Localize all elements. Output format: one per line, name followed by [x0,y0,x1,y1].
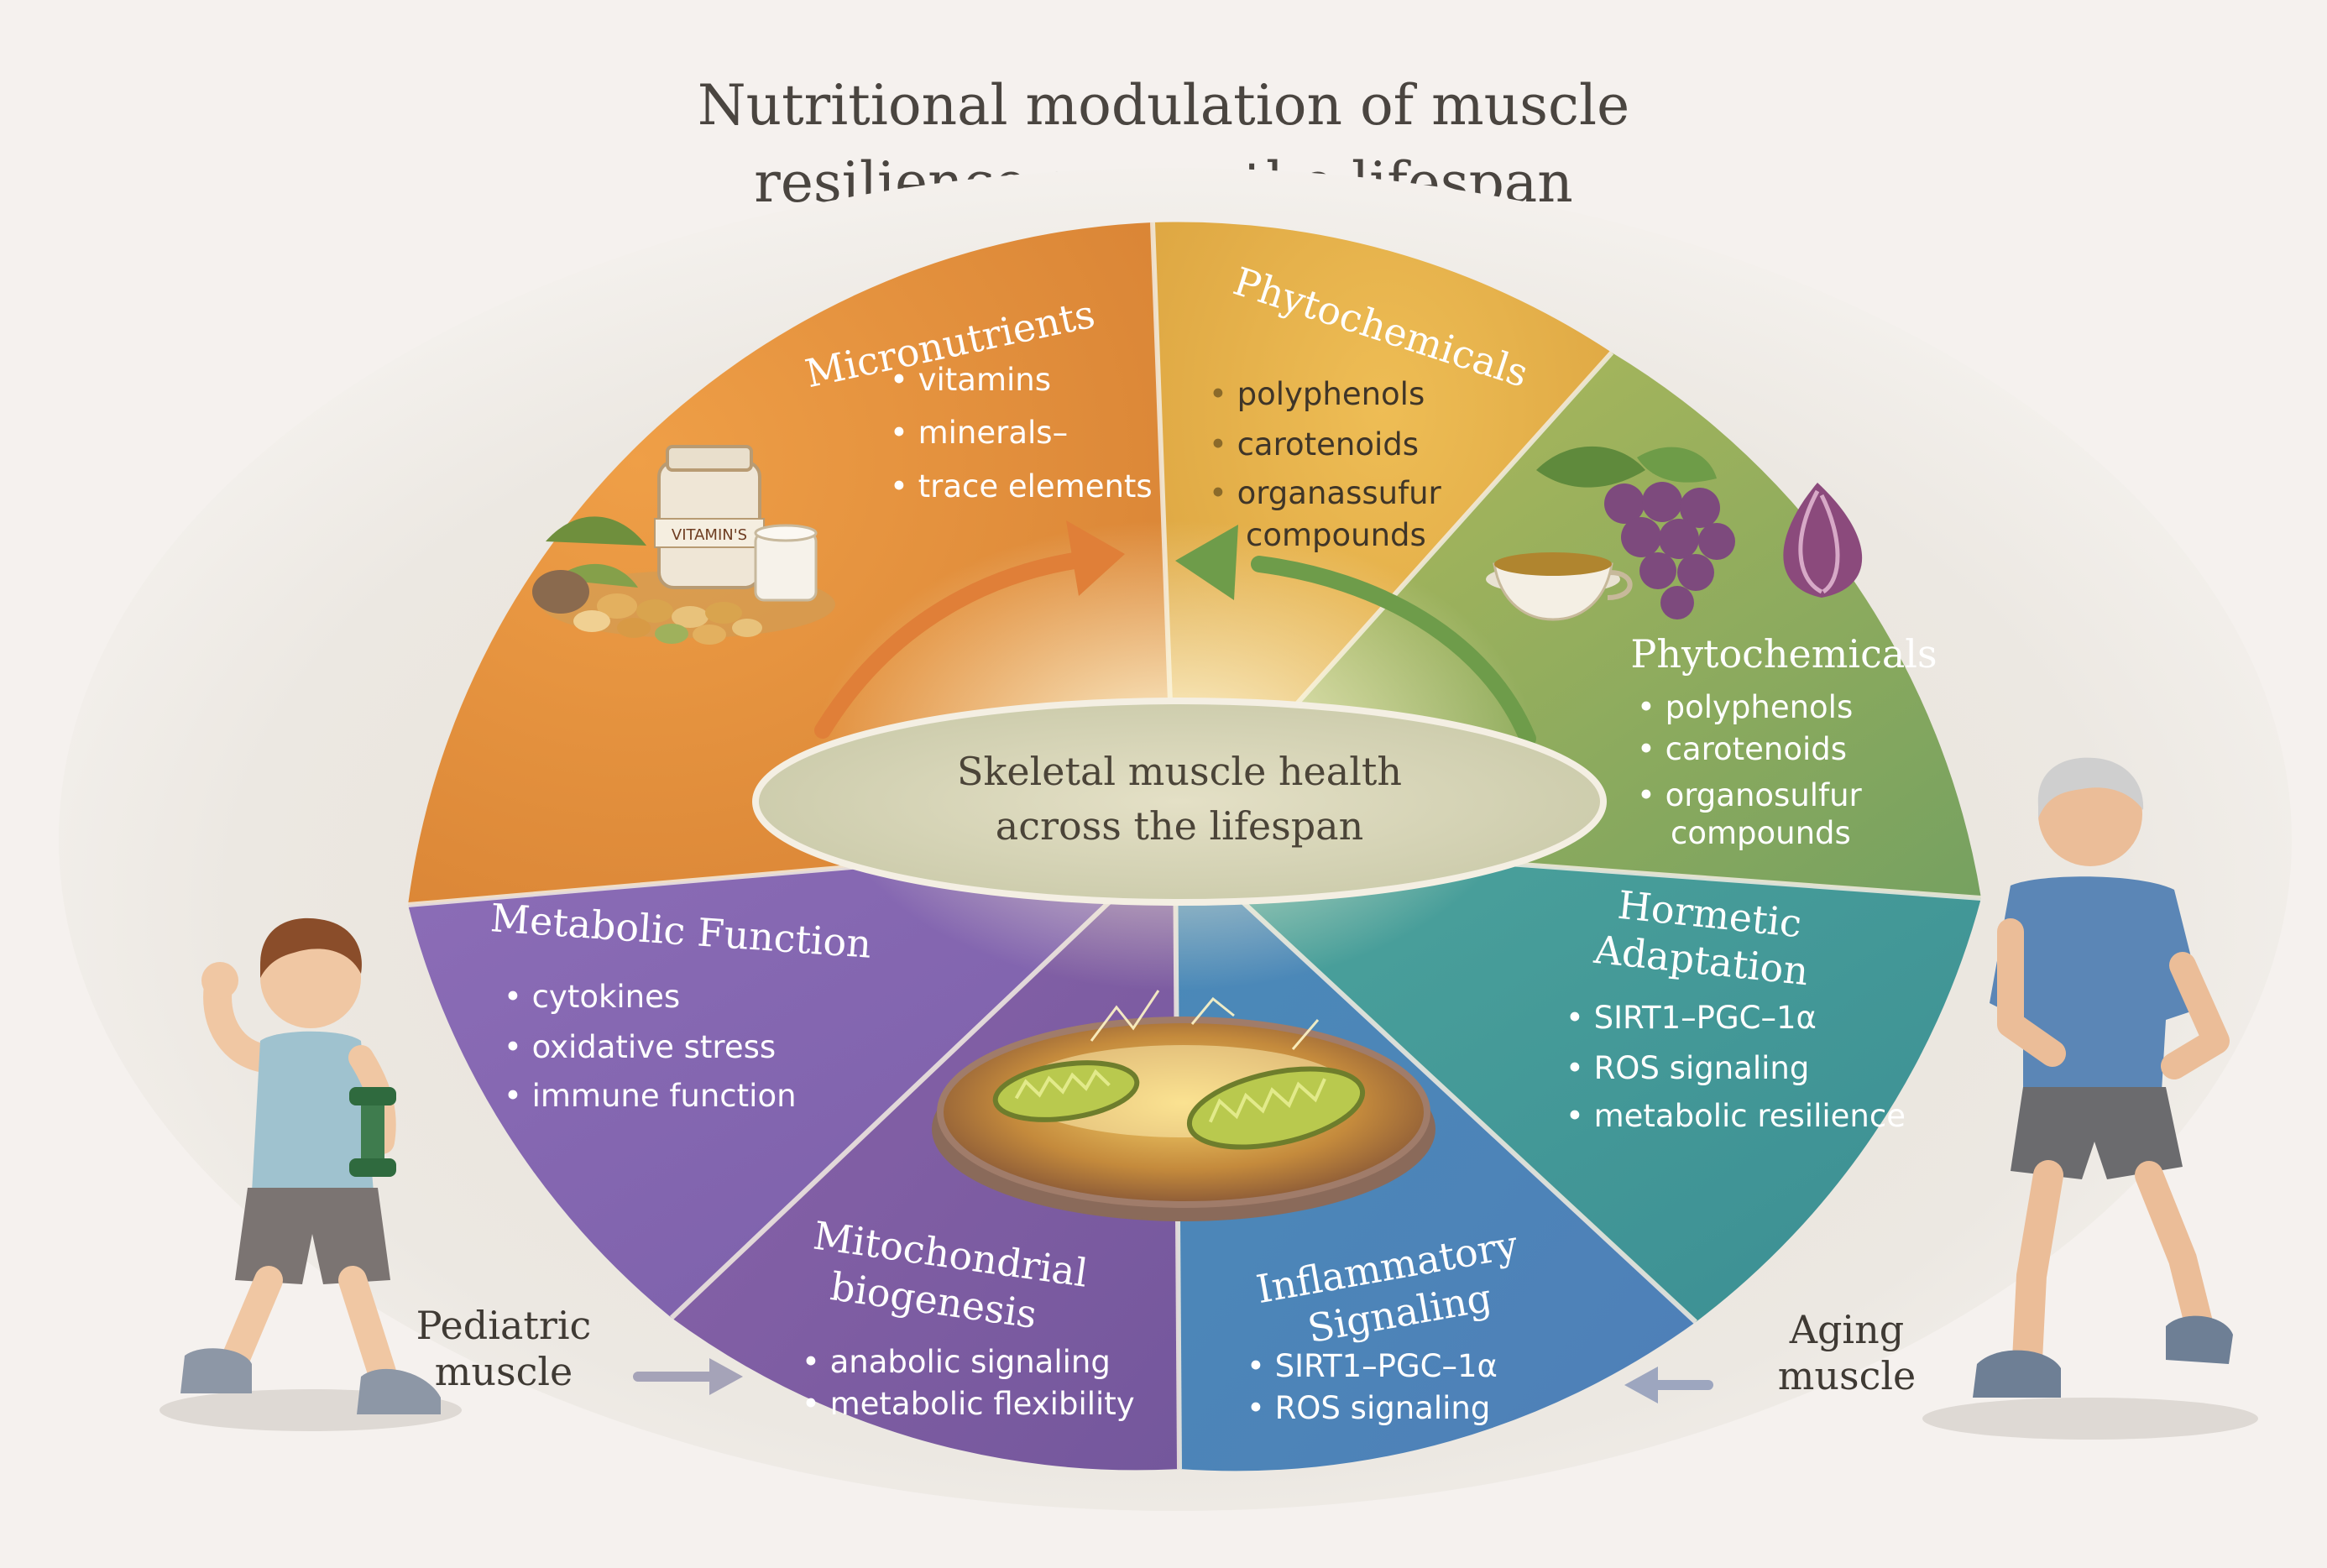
micronutrients-item-1: • vitamins [890,362,1051,398]
mitochondrial-item-1: • anabolic signaling [802,1344,1111,1380]
vitamin-jar-label: VITAMIN'S [672,526,747,544]
aging-label-line-1: Aging [1789,1307,1904,1352]
aging-label: Aging muscle [1624,1307,1916,1403]
segment-mitochondrial-biogenesis [672,839,1179,1471]
older-man-figure [1922,757,2258,1440]
arrow-green [1175,525,1536,747]
segment-metabolic-function [408,839,1175,1318]
center-label-line-1: Skeletal muscle health [957,749,1402,794]
phytochemicals-top-item-2: • carotenoids [1209,426,1419,463]
phytochemicals-top-item-3: • organassufur [1209,475,1442,511]
aging-label-line-2: muscle [1778,1353,1917,1398]
segment-inflammatory-signaling [1175,839,1696,1471]
grapes-onion-tea-illustration [1486,446,1863,621]
phytochemicals-right-item-2: • carotenoids [1637,731,1847,767]
hormetic-item-3: • metabolic resilience [1566,1098,1906,1134]
metabolic-item-2: • oxidative stress [504,1029,776,1065]
mitochondria-illustration [932,990,1435,1221]
phytochemicals-right-item-1: • polyphenols [1637,689,1853,725]
phytochemicals-right-item-3: • organosulfur [1637,777,1863,813]
micronutrients-text: Micronutrients • vitamins • minerals– • … [802,290,1153,504]
metabolic-item-1: • cytokines [504,979,680,1015]
title-line-1: Nutritional modulation of muscle [697,73,1630,138]
center-ellipse [752,698,1607,906]
hormetic-item-2: • ROS signaling [1566,1050,1809,1086]
pediatric-label: Pediatric muscle [416,1303,743,1395]
segment-hormetic-adaptation [1175,839,1981,1322]
micronutrients-item-3: • trace elements [890,468,1153,504]
hormetic-item-1: • SIRT1–PGC–1α [1566,1000,1817,1036]
inflammatory-item-2: • ROS signaling [1247,1390,1490,1426]
inflammatory-item-1: • SIRT1–PGC–1α [1247,1348,1498,1384]
center-label-line-2: across the lifespan [996,803,1363,849]
vitamin-jar-illustration: VITAMIN'S [532,445,835,645]
phytochemicals-top-item-4: compounds [1246,517,1426,553]
arrow-orange [814,520,1125,739]
mitochondrial-item-2: • metabolic flexibility [802,1386,1135,1422]
micronutrients-item-2: • minerals– [890,415,1068,451]
phytochemicals-top-item-1: • polyphenols [1209,376,1425,412]
child-figure [159,917,462,1431]
pediatric-label-line-2: muscle [435,1349,573,1394]
phytochemicals-right-item-4: compounds [1671,815,1851,851]
phytochemicals-right-text: Phytochemicals • polyphenols • carotenoi… [1630,631,1937,851]
pediatric-label-line-1: Pediatric [416,1303,592,1348]
phytochemicals-right-heading: Phytochemicals [1630,631,1937,677]
metabolic-item-3: • immune function [504,1078,797,1114]
